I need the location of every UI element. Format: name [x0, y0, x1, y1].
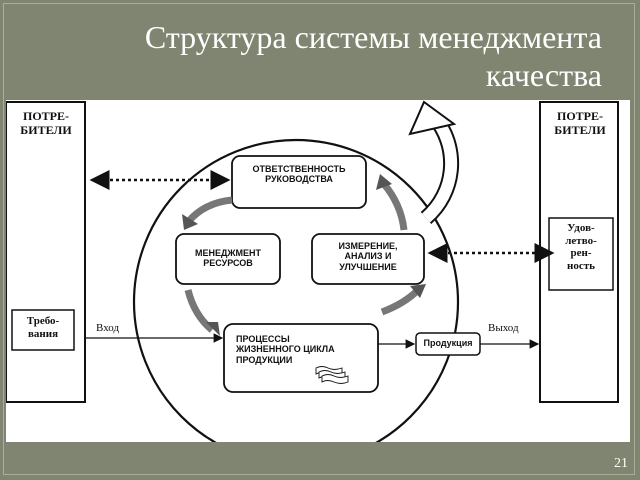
- left-customers-heading-l1: ПОТРЕ-: [22, 109, 69, 123]
- cycle-arrow-bottom-right: [380, 284, 426, 316]
- satisfaction-label-l2: летво-: [565, 234, 597, 247]
- measurement-label-l3: УЛУЧШЕНИЕ: [339, 261, 397, 272]
- measurement-box: [311, 233, 425, 285]
- cycle-arrow-left-bottom: [184, 289, 220, 336]
- satisfaction-label-l4: ность: [567, 259, 595, 272]
- satisfaction-box: [548, 217, 614, 291]
- processes-label-l3: ПРОДУКЦИИ: [236, 354, 293, 365]
- left-customers-heading-l2: БИТЕЛИ: [20, 122, 72, 137]
- resources-label-l1: МЕНЕДЖМЕНТ: [194, 248, 262, 258]
- requirements-label-l1: Требо-: [26, 315, 60, 327]
- right-customers-heading-l2: БИТЕЛИ: [554, 122, 606, 137]
- output-label: Выход: [488, 322, 519, 334]
- diagram-graphics: [6, 100, 619, 442]
- requirements-box: [11, 309, 75, 351]
- requirements-label-l2: вания: [27, 327, 59, 340]
- qms-diagram: ПОТРЕ- БИТЕЛИ Требо- вания ПОТРЕ- БИТЕЛИ…: [6, 100, 630, 442]
- resources-label: МЕНЕДЖМЕНТ РЕСУРСОВ: [176, 248, 280, 269]
- responsibility-box: [231, 155, 367, 209]
- resources-box: [175, 233, 281, 285]
- slide-title-line2: качества: [485, 57, 602, 93]
- measurement-label-l2: АНАЛИЗ И: [344, 251, 392, 262]
- cycle-arrow-top-left: [182, 196, 233, 230]
- processes-label-l2: ЖИЗНЕННОГО ЦИКЛА: [236, 344, 335, 355]
- responsibility-label: ОТВЕТСТВЕННОСТЬ РУКОВОДСТВА: [232, 164, 366, 185]
- page-number: 21: [614, 456, 628, 471]
- processes-label-l1: ПРОЦЕССЫ: [236, 334, 290, 344]
- responsibility-label-l1: ОТВЕТСТВЕННОСТЬ: [252, 164, 346, 174]
- measurement-label: ИЗМЕРЕНИЕ, АНАЛИЗ И УЛУЧШЕНИЕ: [312, 241, 424, 272]
- right-customers-heading-l1: ПОТРЕ-: [556, 109, 603, 123]
- input-label: Вход: [96, 322, 120, 334]
- cycle-arrow-right-top: [376, 174, 408, 231]
- right-customers-heading: ПОТРЕ- БИТЕЛИ: [542, 109, 618, 138]
- continual-improvement-arrow: [408, 100, 460, 225]
- requirements-label: Требо- вания: [14, 315, 72, 340]
- satisfaction-label-l3: рен-: [570, 247, 592, 260]
- resources-label-l2: РЕСУРСОВ: [203, 258, 253, 269]
- slide-title: Структура системы менеджмента качества: [145, 18, 602, 94]
- left-customers-panel: [6, 101, 86, 403]
- satisfaction-label-l1: Удов-: [567, 222, 595, 234]
- left-customers-heading: ПОТРЕ- БИТЕЛИ: [8, 109, 84, 138]
- product-label: Продукция: [423, 338, 473, 348]
- measurement-label-l1: ИЗМЕРЕНИЕ,: [338, 241, 398, 251]
- document-stack-icon: [315, 366, 349, 384]
- processes-label: ПРОЦЕССЫ ЖИЗНЕННОГО ЦИКЛА ПРОДУКЦИИ: [236, 334, 376, 365]
- process-circle: [132, 138, 460, 442]
- responsibility-label-l2: РУКОВОДСТВА: [265, 174, 333, 185]
- satisfaction-label: Удов- летво- рен- ность: [551, 222, 611, 273]
- slide-title-line1: Структура системы менеджмента: [144, 19, 602, 55]
